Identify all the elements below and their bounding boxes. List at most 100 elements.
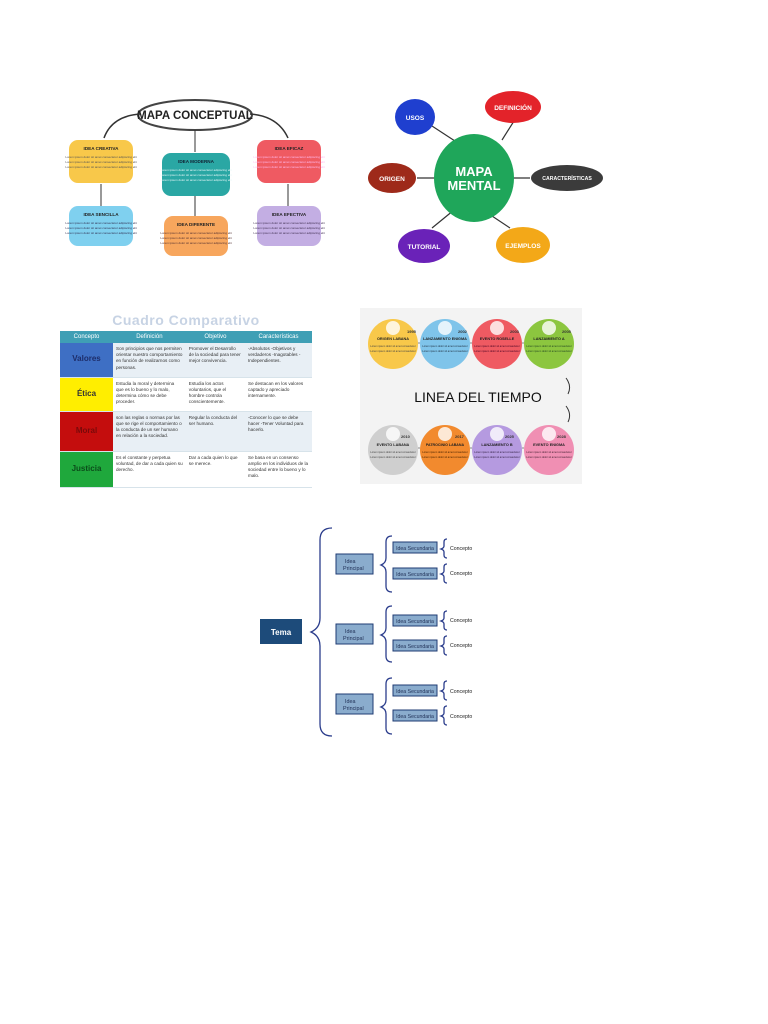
mind-node-usos: USOS (395, 99, 435, 135)
svg-text:CARACTERÍSTICAS: CARACTERÍSTICAS (542, 174, 592, 182)
svg-text:2010: 2010 (401, 434, 411, 439)
svg-text:DEFINICIÓN: DEFINICIÓN (494, 103, 532, 112)
svg-text:Lorem ipsum dolor sit amet con: Lorem ipsum dolor sit amet consectetur (526, 455, 572, 459)
table-row: Ética Estudia la moral y determina que e… (60, 377, 312, 412)
node-body: Lorem ipsum dolor sit amet consectetur a… (160, 231, 232, 235)
idea-principal-node: Idea Principal (335, 693, 374, 715)
node-box (164, 216, 228, 256)
concept-map-panel: MAPA CONCEPTUAL IDEA CREATIVA Lorem ipsu… (52, 88, 330, 260)
header-objetivo: Objetivo (185, 331, 246, 343)
event-icon (490, 427, 504, 441)
mind-node-caracteristicas: CARACTERÍSTICAS (531, 165, 603, 191)
concept-map-title: MAPA CONCEPTUAL (137, 110, 253, 122)
event-icon (438, 321, 452, 335)
timeline-item-2005: 2005 LANZAMIENTO A Lorem ipsum dolor sit… (524, 319, 574, 369)
concept-cell: Ética (60, 377, 113, 412)
concept-node-diferente: IDEA DIFERENTE Lorem ipsum dolor sit ame… (160, 216, 232, 256)
concepto-label: Concepto (450, 546, 472, 552)
svg-text:Idea Secundaria: Idea Secundaria (396, 619, 434, 625)
svg-text:2005: 2005 (562, 329, 572, 334)
node-box (257, 206, 321, 246)
event-icon (490, 321, 504, 335)
concepto-label: Concepto (450, 618, 472, 624)
svg-text:Lorem ipsum dolor sit amet con: Lorem ipsum dolor sit amet consectetur (474, 455, 520, 459)
svg-text:Lorem ipsum dolor sit amet con: Lorem ipsum dolor sit amet consectetur (422, 344, 468, 348)
concepto-label: Concepto (450, 689, 472, 695)
svg-text:PATROCINIO LABANA: PATROCINIO LABANA (426, 443, 465, 447)
event-icon (438, 427, 452, 441)
svg-text:Principal: Principal (343, 636, 364, 642)
concept-node-moderna: IDEA MODERNA Lorem ipsum dolor sit amet … (160, 153, 232, 196)
svg-text:EVENTO ENIGMA: EVENTO ENIGMA (533, 443, 565, 447)
svg-text:Idea Secundaria: Idea Secundaria (396, 644, 434, 650)
characteristics-cell: -Conocer lo que se debe hacer -Tener Vol… (245, 411, 312, 452)
table-row: Valores Son principios que nos permiten … (60, 343, 312, 378)
svg-text:Lorem ipsum dolor sit amet con: Lorem ipsum dolor sit amet consectetur (422, 450, 468, 454)
node-box (69, 140, 133, 183)
mind-map-panel: MAPA MENTAL USOS DEFINICIÓN ORIGEN CARAC… (362, 88, 608, 268)
comparative-table: Concepto Definición Objetivo Característ… (60, 331, 312, 488)
event-icon (386, 321, 400, 335)
concepto-label: Concepto (450, 643, 472, 649)
node-box (162, 153, 230, 196)
node-label: IDEA MODERNA (178, 159, 214, 164)
definition-cell: Es el constante y perpetua voluntad, de … (113, 451, 186, 488)
table-row: Moral son las reglas o normas por las qu… (60, 411, 312, 452)
concept-node-efectiva: IDEA EFECTIVA Lorem ipsum dolor sit amet… (253, 206, 325, 246)
timeline-item-2003: 2003 EVENTO ROSELLE Lorem ipsum dolor si… (472, 319, 522, 369)
mind-node-ejemplos: EJEMPLOS (496, 227, 550, 263)
svg-text:Tema: Tema (271, 628, 292, 637)
mind-map-graphic: MAPA MENTAL USOS DEFINICIÓN ORIGEN CARAC… (362, 88, 608, 268)
characteristics-cell: Se destacan en los valores captado y apr… (245, 377, 312, 412)
svg-text:ORIGEN: ORIGEN (379, 176, 405, 183)
node-body: Lorem ipsum dolor sit amet consectetur a… (65, 155, 137, 159)
svg-text:Lorem ipsum dolor sit amet con: Lorem ipsum dolor sit amet consectetur (474, 349, 520, 353)
node-label: IDEA EFICAZ (275, 146, 304, 151)
concept-cell: Justicia (60, 451, 113, 488)
definition-cell: Estudia la moral y determina que es lo b… (113, 377, 186, 412)
node-box (257, 140, 321, 183)
svg-text:TUTORIAL: TUTORIAL (408, 244, 441, 251)
event-icon (386, 427, 400, 441)
event-icon (542, 427, 556, 441)
idea-secundaria-node: Idea Secundaria (392, 684, 438, 697)
svg-text:Principal: Principal (343, 706, 364, 712)
node-body: Lorem ipsum dolor sit amet consectetur a… (160, 178, 232, 182)
idea-principal-node: Idea Principal (335, 553, 374, 575)
concept-node-eficaz: IDEA EFICAZ Lorem ipsum dolor sit amet c… (253, 140, 325, 183)
node-body: Lorem ipsum dolor sit amet consectetur a… (65, 221, 137, 225)
concepto-label: Concepto (450, 714, 472, 720)
definition-cell: Son principios que nos permiten orientar… (113, 343, 186, 378)
node-body: Lorem ipsum dolor sit amet consectetur a… (65, 160, 137, 164)
node-body: Lorem ipsum dolor sit amet consectetur a… (253, 226, 325, 230)
timeline-item-2010: 2010 EVENTO LABANA Lorem ipsum dolor sit… (368, 425, 418, 475)
svg-text:Lorem ipsum dolor sit amet con: Lorem ipsum dolor sit amet consectetur (474, 344, 520, 348)
key-diagram-panel: Tema Idea Principal Idea Principal Idea … (250, 522, 510, 742)
svg-text:EVENTO ROSELLE: EVENTO ROSELLE (480, 337, 515, 341)
concept-map-graphic: MAPA CONCEPTUAL IDEA CREATIVA Lorem ipsu… (52, 88, 330, 260)
svg-text:1995: 1995 (407, 329, 417, 334)
svg-text:Lorem ipsum dolor sit amet con: Lorem ipsum dolor sit amet consectetur (526, 349, 572, 353)
concept-node-creativa: IDEA CREATIVA Lorem ipsum dolor sit amet… (65, 140, 137, 183)
mind-node-tutorial: TUTORIAL (398, 229, 450, 263)
objective-cell: Promover el Desarrollo de la sociedad pa… (185, 343, 246, 378)
timeline-item-2002: 2002 LANZAMIENTO ENIGMA Lorem ipsum dolo… (420, 319, 470, 369)
timeline-panel: 1995 ORIGEN LABANA Lorem ipsum dolor sit… (360, 308, 582, 484)
svg-text:Lorem ipsum dolor sit amet con: Lorem ipsum dolor sit amet consectetur (474, 450, 520, 454)
node-body: Lorem ipsum dolor sit amet consectetur a… (253, 155, 325, 159)
objective-cell: Estudia los actos voluntarios, que el ho… (185, 377, 246, 412)
node-label: IDEA DIFERENTE (177, 222, 215, 227)
mind-map-center: MAPA MENTAL (434, 134, 514, 222)
svg-text:Lorem ipsum dolor sit amet con: Lorem ipsum dolor sit amet consectetur (422, 455, 468, 459)
node-body: Lorem ipsum dolor sit amet consectetur a… (253, 160, 325, 164)
svg-text:Idea: Idea (345, 559, 356, 565)
header-caracteristicas: Características (245, 331, 312, 343)
concepto-label: Concepto (450, 571, 472, 577)
event-icon (542, 321, 556, 335)
idea-principal-node: Idea Principal (335, 623, 374, 645)
svg-text:LANZAMIENTO A: LANZAMIENTO A (533, 337, 564, 341)
comparative-table-panel: Cuadro Comparativo Concepto Definición O… (60, 312, 312, 488)
mind-node-definicion: DEFINICIÓN (485, 91, 541, 123)
header-concepto: Concepto (60, 331, 113, 343)
svg-text:Idea: Idea (345, 629, 356, 635)
